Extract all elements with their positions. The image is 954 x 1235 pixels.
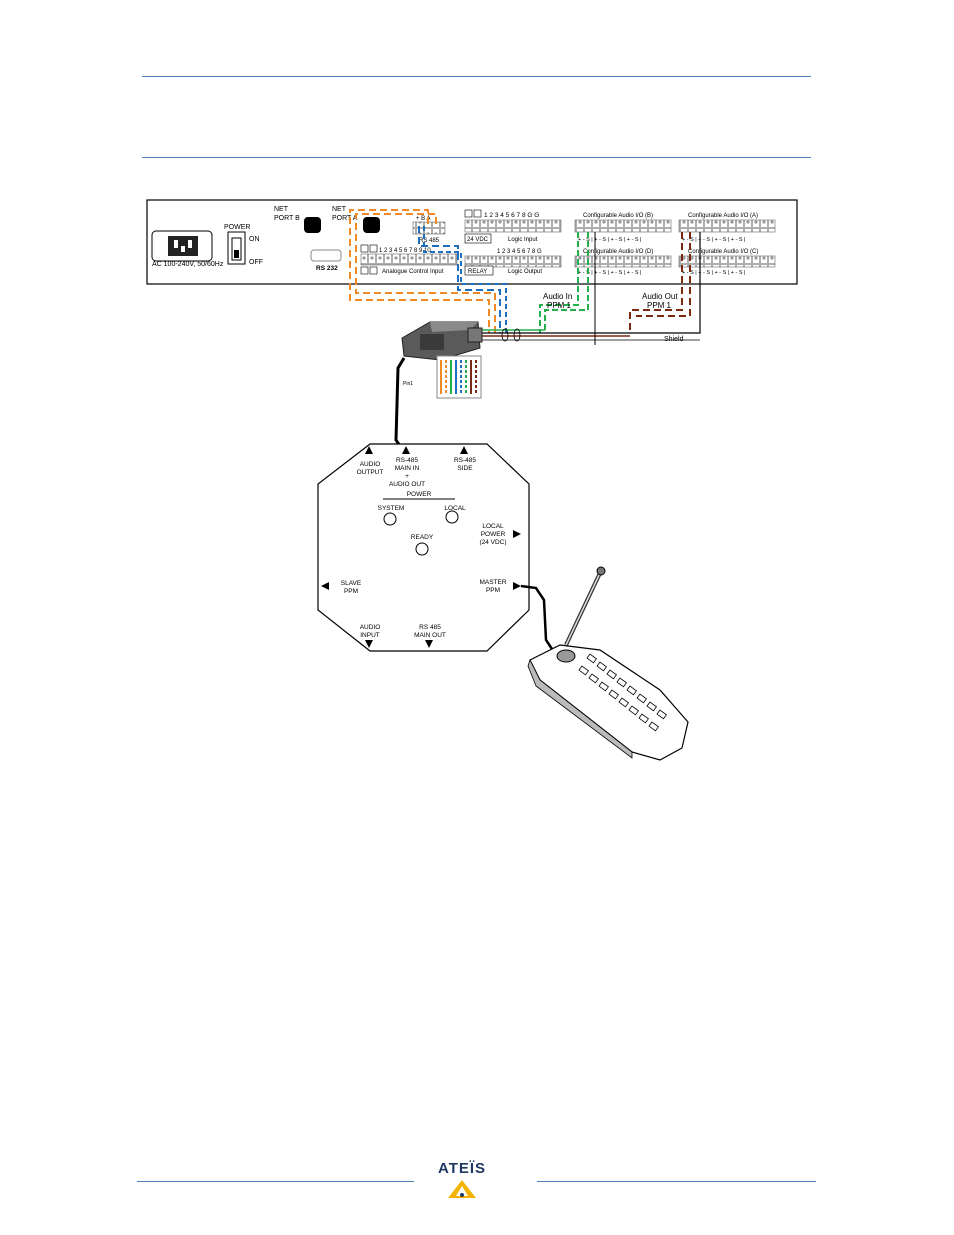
audio-io-b-pins: + - S | + - S | + - S | + - S | [578,237,641,243]
rs232-label: RS 232 [316,265,338,272]
audio-io-d-label: Configurable Audio I/O (D) [583,249,653,255]
jb-master-ppm-1: MASTER [479,579,506,586]
cable-trunk-black [480,232,701,334]
jb-audio-output-1: AUDIO [360,461,381,468]
jb-slave-ppm-1: SLAVE [341,580,362,587]
jb-rs485-main-in-4: AUDIO OUT [389,481,425,488]
audio-io-d-pins: + - S | + - S | + - S | + - S | [578,270,641,276]
audio-io-c-terminal [678,255,776,268]
green-wire-audio-in-1 [539,232,579,333]
net-port-b-line2: PORT B [274,215,300,222]
jb-rs485-main-out-1: RS 485 [419,624,441,631]
wiring [349,209,701,345]
logic-input-label: Logic Input [508,237,538,243]
audio-in-label-2: PPM 1 [547,301,572,310]
logic-output-label: Logic Output [508,269,542,275]
paging-microphone [527,566,689,761]
brown-wire-audio-out-1 [629,232,683,333]
blue-wire-2 [423,226,507,333]
audio-out-label-1: Audio Out [642,292,678,301]
jb-rs485-main-in-2: MAIN IN [395,465,420,472]
net-port-b [304,217,321,233]
rs485-pin-labels: + B A [416,216,431,222]
jb-rs485-side-2: SIDE [457,465,473,472]
jb-power-label: POWER [407,491,432,498]
logic-input-terminal [464,219,562,233]
supply-24vdc-label: 24 VDC [467,237,489,243]
jb-audio-output-2: OUTPUT [357,469,384,476]
logic-input-pin-labels: 1 2 3 4 5 6 7 8 G G [484,212,539,219]
power-on-label: ON [249,236,260,243]
logic-output-terminal [464,255,562,268]
audio-io-a-label: Configurable Audio I/O (A) [688,213,758,219]
audio-in-label-1: Audio In [543,292,572,301]
jb-audio-input-2: INPUT [360,632,380,639]
ateis-logo-text: ATEÏS [437,1160,487,1177]
analogue-control-terminal [360,253,458,266]
junction-box [317,443,530,652]
jb-slave-ppm-2: PPM [344,588,358,595]
rs485-label: RS 485 [419,238,440,244]
audio-out-label-2: PPM 1 [647,301,672,310]
power-switch-label: POWER [224,224,250,231]
rs232-connector [310,249,342,262]
footer-rule-left [137,1181,414,1182]
jb-rs485-main-in-3: + [405,473,409,480]
footer-rule-right [537,1181,816,1182]
header-rule-top [142,76,811,77]
net-port-a-line1: NET [332,206,347,213]
analogue-control-label: Analogue Control Input [382,269,444,275]
jb-rs485-main-out-2: MAIN OUT [414,632,446,639]
jb-local-power-3: (24 VDC) [479,539,506,546]
pin1-label: Pin1 [403,381,413,387]
green-wire-audio-in-2 [544,232,589,330]
orange-wire-inner [355,213,496,333]
audio-io-b-terminal [574,219,672,233]
mains-inlet [151,230,213,262]
net-port-a [363,217,380,233]
orange-wire-outer [349,209,490,333]
net-port-a-line2: PORT A [332,215,358,222]
rack-rear-panel: AC 100-240V, 50/60Hz POWER ON OFF NET PO… [146,199,798,285]
logic-output-pin-labels: 1 2 3 4 5 6 7 8 G [497,249,542,255]
header-rule-bottom [142,157,811,158]
analogue-pin-labels: 1 2 3 4 5 6 7 8 9 10 [379,248,431,254]
audio-io-b-label: Configurable Audio I/O (B) [583,213,653,219]
cable-to-junction-box [394,357,406,453]
cable-to-microphone [520,584,556,653]
audio-io-a-pins: + - S | + - S | + - S | + - S | [682,237,745,243]
brown-wire-audio-out-2 [636,232,691,317]
audio-io-c-label: Configurable Audio I/O (C) [688,249,758,255]
power-off-label: OFF [249,259,263,266]
jb-rs485-side-1: RS-485 [454,457,476,464]
rj45-pinout [436,355,482,399]
audio-io-c-pins: + - S | + - S | + - S | + - S | [682,270,745,276]
blue-wire-1 [418,226,501,333]
rj45-plug [401,321,483,361]
ateis-logo [448,1180,476,1198]
jb-rs485-main-in-1: RS-485 [396,457,418,464]
jb-audio-input-1: AUDIO [360,624,381,631]
net-port-b-line1: NET [274,206,289,213]
jb-local-label: LOCAL [444,505,466,512]
audio-io-d-terminal [574,255,672,268]
jb-local-power-1: LOCAL [482,523,504,530]
shield-label: Shield [664,336,684,343]
jb-master-ppm-2: PPM [486,587,500,594]
audio-io-a-terminal [678,219,776,233]
jb-local-power-2: POWER [481,531,506,538]
jb-system-label: SYSTEM [378,505,405,512]
jb-ready-label: READY [411,534,434,541]
mains-rating: AC 100-240V, 50/60Hz [152,261,224,268]
relay-label: RELAY [468,269,487,275]
